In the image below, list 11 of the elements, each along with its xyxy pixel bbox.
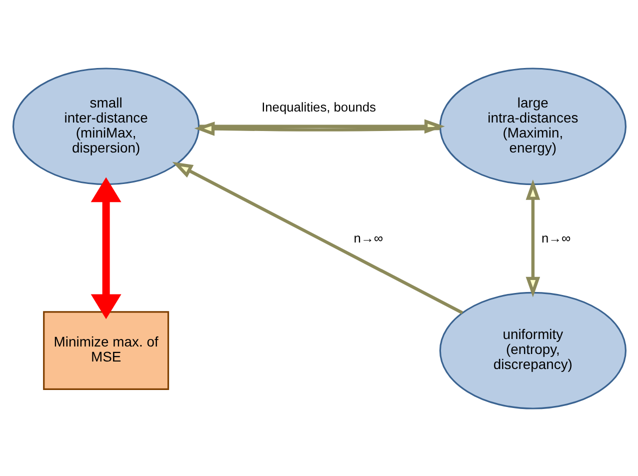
- edge-label: n→∞: [541, 230, 570, 245]
- node-ellipse: small inter-distance (miniMax, dispersion): [12, 67, 200, 185]
- arrow: [525, 179, 540, 297]
- node-box: Minimize max. of MSE: [42, 310, 169, 390]
- edge-label: n→∞: [353, 230, 383, 245]
- node-ellipse: uniformity (entropy, discrepancy): [438, 291, 626, 409]
- arrow: [194, 121, 440, 136]
- node-ellipse: large intra-distances (Maximin, energy): [438, 67, 626, 185]
- arrow: [90, 176, 121, 319]
- edge-label: Inequalities, bounds: [261, 99, 376, 114]
- arrow: [172, 161, 463, 314]
